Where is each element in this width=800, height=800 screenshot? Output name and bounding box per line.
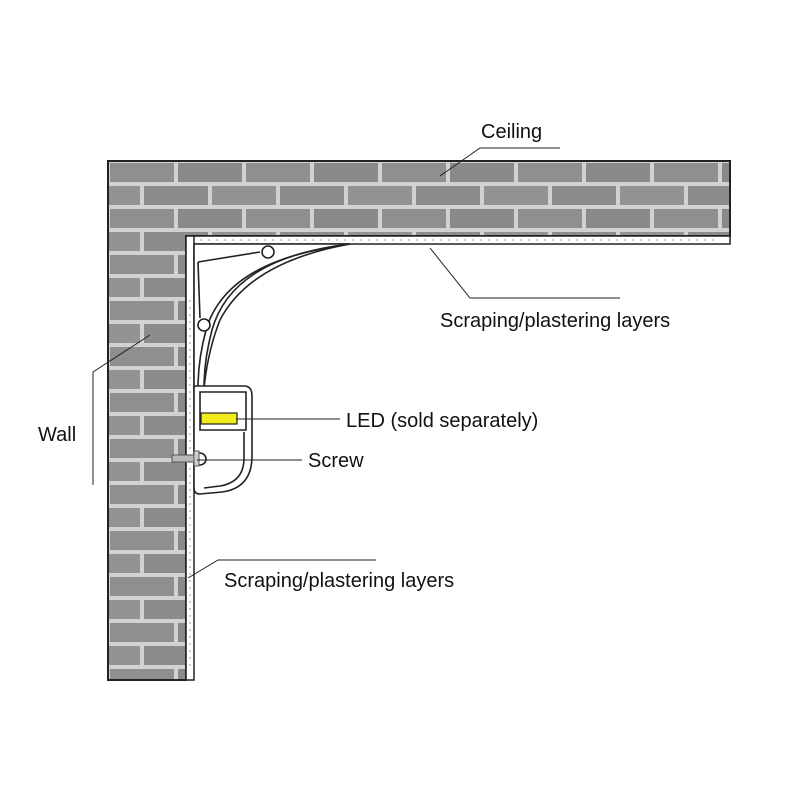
wall-label: Wall [38, 424, 76, 446]
wall-leader [92, 334, 151, 485]
leader-lines [92, 147, 620, 579]
screw-head [193, 450, 200, 467]
ceiling-label: Ceiling [481, 121, 542, 143]
profile-curve-inner [197, 245, 341, 389]
profile-channel-left [197, 318, 211, 332]
profile-body [193, 243, 351, 389]
screw-label: Screw [308, 450, 364, 472]
profile-web [197, 251, 261, 319]
housing-inner-curve [203, 432, 245, 489]
ceiling-layers-leader [429, 247, 620, 299]
wall-layers-label: Scraping/plastering layers [224, 570, 454, 592]
led-label: LED (sold separately) [346, 410, 538, 432]
profile-channel-top [261, 245, 275, 259]
wall-layers-leader [187, 559, 376, 579]
screw [171, 450, 200, 467]
ceiling-layers-label: Scraping/plastering layers [440, 310, 670, 332]
led-strip [200, 412, 238, 425]
ceiling-leader [439, 147, 560, 177]
led-channel-inner [199, 391, 247, 431]
